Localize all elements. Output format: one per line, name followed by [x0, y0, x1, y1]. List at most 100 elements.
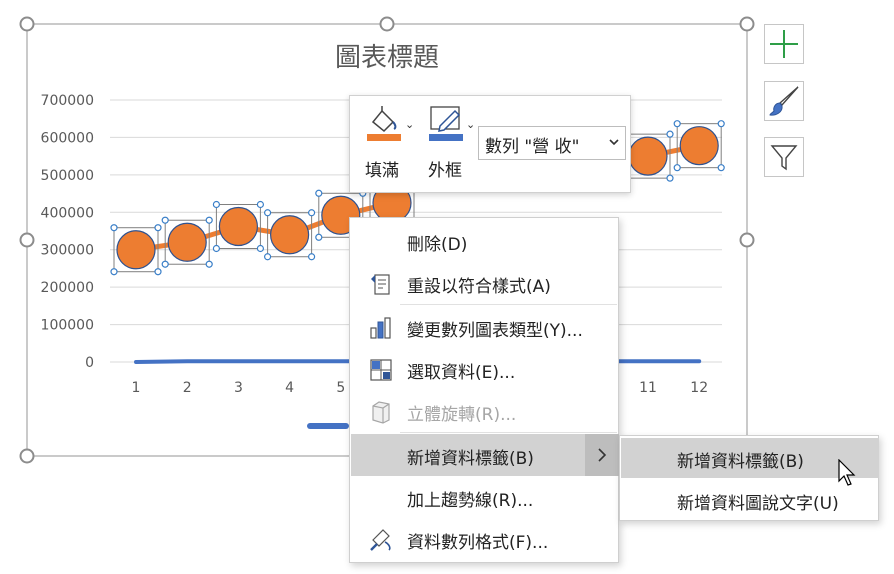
selection-handle[interactable]: [315, 189, 323, 197]
selection-handle[interactable]: [212, 244, 220, 253]
selection-handle[interactable]: [205, 260, 213, 268]
data-point-marker[interactable]: [679, 126, 719, 166]
resize-handle[interactable]: [379, 16, 395, 32]
x-tick-label: 5: [336, 380, 345, 396]
y-tick-label: 300000: [41, 243, 94, 259]
bar-chart-icon: [370, 317, 391, 339]
chart-title[interactable]: 圖表標題: [335, 43, 439, 73]
resize-handle[interactable]: [19, 16, 35, 32]
legend-swatch-partial: [307, 423, 349, 429]
selection-handle[interactable]: [110, 268, 118, 276]
selection-handle[interactable]: [110, 224, 118, 232]
chart-elements-button[interactable]: [764, 24, 804, 64]
menu-item-add-trendline[interactable]: 加上趨勢線(R)...: [351, 476, 619, 518]
selection-handle[interactable]: [666, 130, 674, 138]
data-point-marker[interactable]: [167, 222, 207, 262]
selection-handle[interactable]: [666, 174, 674, 182]
series-select-dropdown[interactable]: 數列 "營 收": [478, 126, 626, 160]
pen-outline-icon: [429, 106, 463, 141]
paintbrush-icon: [769, 86, 799, 116]
fill-color-bar: [367, 134, 401, 141]
y-tick-label: 400000: [41, 205, 94, 221]
menu-item-change-chart-type[interactable]: 變更數列圖表類型(Y)...: [351, 306, 619, 348]
chevron-down-icon[interactable]: ⌄: [405, 118, 415, 131]
selection-handle[interactable]: [154, 268, 162, 276]
data-point-marker[interactable]: [628, 136, 668, 176]
data-point-marker[interactable]: [218, 206, 258, 247]
menu-item-3d-rotation[interactable]: 立體旋轉(R)...: [351, 390, 619, 432]
menu-item-label: 資料數列格式(F)...: [407, 533, 549, 553]
submenu-item-label: 新增資料標籤(B): [677, 452, 804, 472]
series-select-value: 數列 "營 收": [485, 137, 580, 157]
menu-item-label: 立體旋轉(R)...: [407, 405, 517, 425]
filter-icon: [770, 145, 798, 171]
y-tick-label: 500000: [41, 168, 94, 184]
menu-item-format-data-series[interactable]: 資料數列格式(F)...: [351, 518, 619, 560]
selection-handle[interactable]: [256, 200, 264, 209]
menu-separator: [400, 304, 617, 305]
chevron-down-icon[interactable]: ⌄: [466, 118, 476, 131]
format-series-icon: [370, 529, 391, 551]
selection-handle[interactable]: [673, 120, 681, 128]
resize-handle[interactable]: [19, 448, 35, 464]
marker-selection-box: [676, 123, 722, 169]
marker-selection-box: [164, 219, 210, 265]
menu-separator: [400, 432, 617, 433]
outline-color-bar: [429, 134, 463, 141]
submenu-arrow[interactable]: [585, 434, 619, 476]
menu-item-label: 加上趨勢線(R)...: [407, 491, 534, 511]
menu-item-delete[interactable]: 刪除(D): [351, 220, 619, 262]
submenu-item-add-data-callouts[interactable]: 新增資料圖說文字(U): [621, 480, 879, 520]
3d-rotation-icon: [372, 401, 390, 424]
menu-item-label: 變更數列圖表類型(Y)...: [407, 321, 583, 341]
data-point-marker[interactable]: [270, 215, 310, 255]
fill-label: 填滿: [365, 161, 399, 181]
resize-handle[interactable]: [739, 232, 755, 248]
y-tick-label: 700000: [41, 93, 94, 109]
selection-handle[interactable]: [315, 233, 323, 241]
x-tick-label: 12: [690, 380, 708, 396]
selection-handle[interactable]: [154, 224, 162, 232]
resize-handle[interactable]: [739, 16, 755, 32]
x-tick-label: 11: [639, 380, 657, 396]
y-tick-label: 100000: [41, 318, 94, 334]
selection-handle[interactable]: [717, 164, 725, 172]
selection-handle[interactable]: [308, 253, 316, 261]
menu-item-label: 選取資料(E)...: [407, 363, 516, 383]
selection-handle[interactable]: [717, 120, 725, 128]
data-point-marker[interactable]: [116, 230, 156, 270]
selection-handle[interactable]: [673, 164, 681, 172]
plus-icon: [770, 30, 798, 58]
selection-handle[interactable]: [212, 200, 220, 209]
marker-selection-box: [215, 204, 261, 250]
chevron-down-icon: [609, 139, 619, 146]
selection-handle[interactable]: [161, 216, 169, 224]
x-tick-label: 3: [234, 380, 243, 396]
mouse-cursor-icon: [838, 459, 856, 486]
outline-button[interactable]: ⌄ 外框: [428, 104, 478, 184]
menu-item-add-data-labels[interactable]: 新增資料標籤(B): [351, 434, 619, 476]
selection-handle[interactable]: [256, 244, 264, 253]
submenu-item-add-data-labels[interactable]: 新增資料標籤(B): [621, 438, 879, 478]
submenu-item-label: 新增資料圖說文字(U): [677, 494, 839, 514]
marker-selection-box: [113, 227, 159, 273]
selection-handle[interactable]: [308, 209, 316, 217]
menu-item-reset-style[interactable]: 重設以符合樣式(A): [351, 262, 619, 304]
resize-handle[interactable]: [19, 232, 35, 248]
marker-selection-box: [267, 212, 313, 258]
y-axis-labels: 0100000200000300000400000500000600000700…: [41, 93, 94, 371]
x-tick-label: 2: [183, 380, 192, 396]
chart-styles-button[interactable]: [764, 81, 804, 121]
x-tick-label: 4: [285, 380, 294, 396]
chart-filters-button[interactable]: [764, 137, 804, 177]
fill-button[interactable]: ⌄ 填滿: [365, 104, 415, 184]
y-tick-label: 200000: [41, 280, 94, 296]
selection-handle[interactable]: [264, 209, 272, 217]
outline-label: 外框: [428, 161, 462, 181]
selection-handle[interactable]: [264, 253, 272, 261]
selection-handle[interactable]: [205, 216, 213, 224]
menu-item-label: 新增資料標籤(B): [407, 449, 534, 469]
menu-item-select-data[interactable]: 選取資料(E)...: [351, 348, 619, 390]
paint-bucket-icon: [367, 106, 401, 141]
selection-handle[interactable]: [161, 260, 169, 268]
